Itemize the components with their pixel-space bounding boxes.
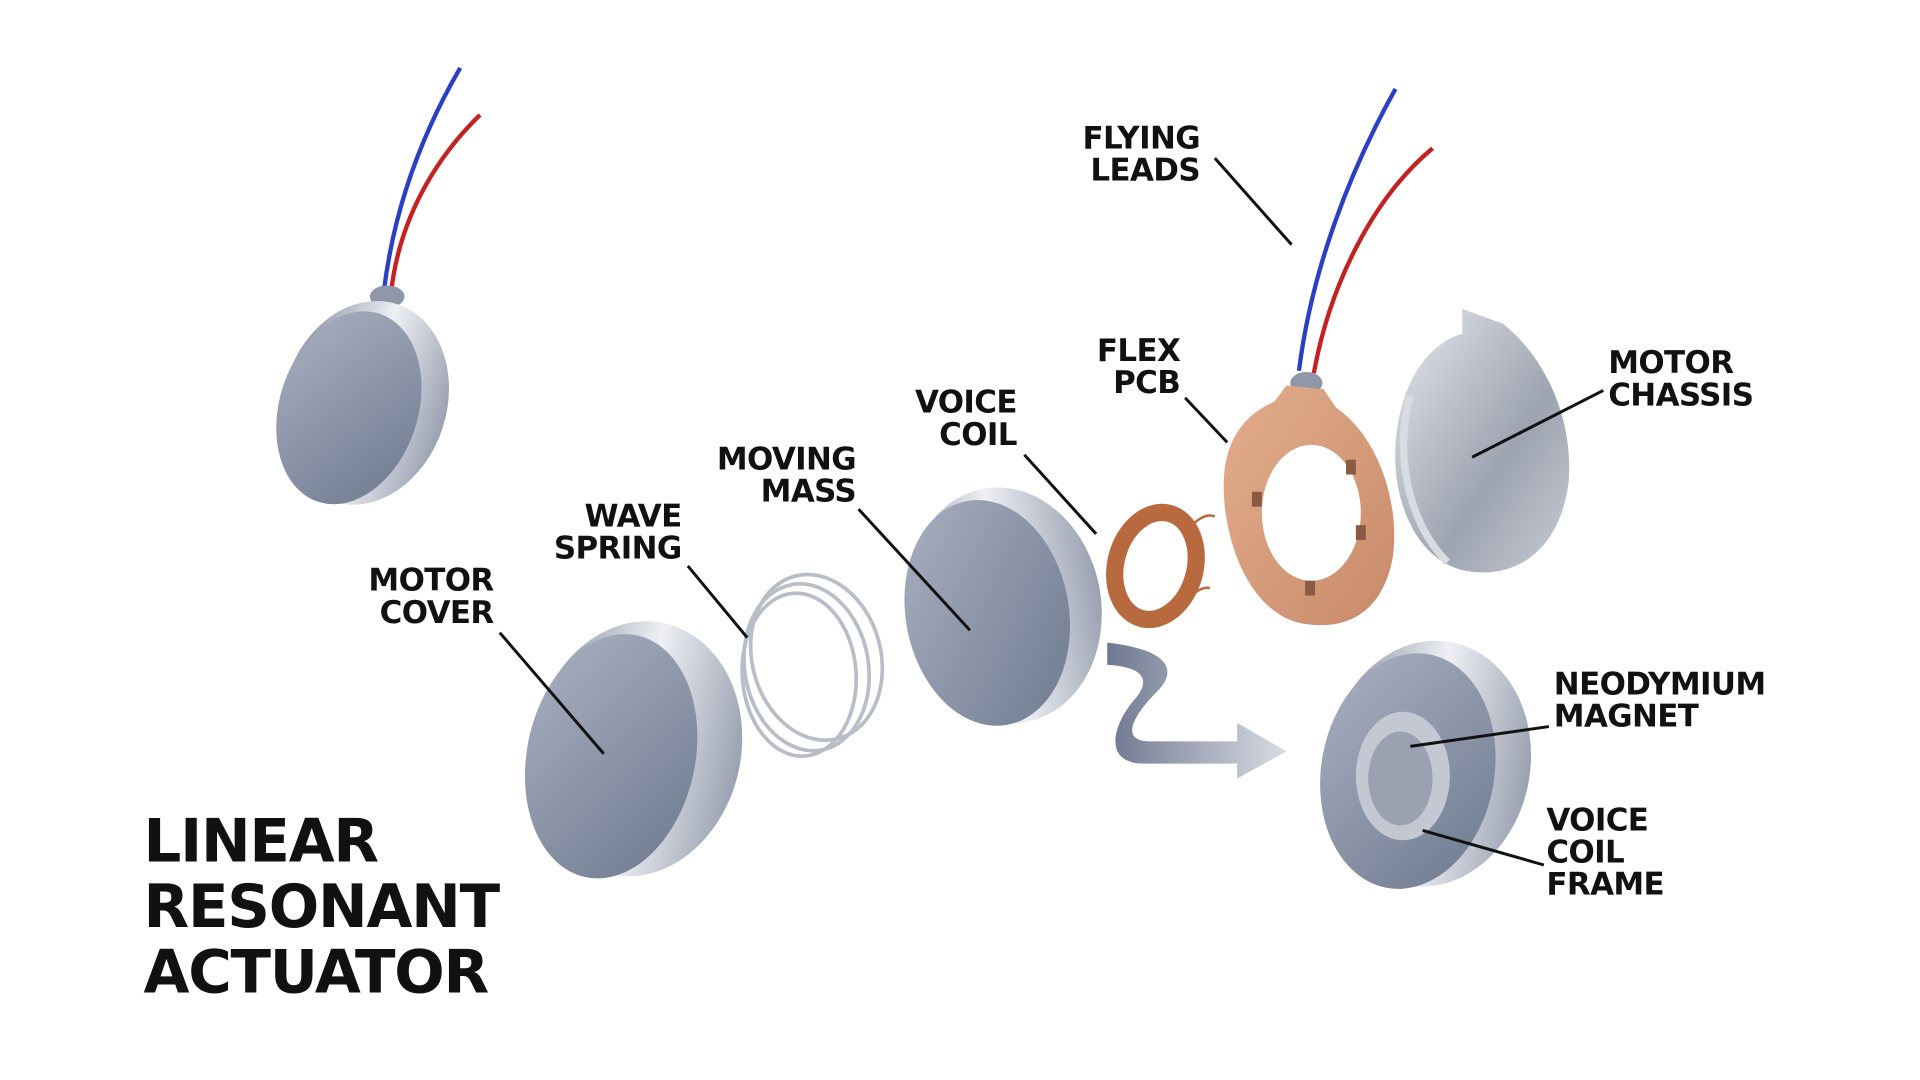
label-line: MASS <box>761 474 856 510</box>
label-line: MOVING <box>717 442 856 478</box>
label-line: COIL <box>1546 835 1624 871</box>
label-flex-pcb: FLEX PCB <box>1097 333 1182 401</box>
red-wire <box>388 113 482 295</box>
title-line: RESONANT <box>144 872 501 941</box>
label-motor-chassis: MOTOR CHASSIS <box>1608 345 1754 413</box>
leader-flying-leads <box>1213 157 1293 246</box>
wave-spring-illustration <box>740 572 885 758</box>
label-moving-mass: MOVING MASS <box>717 442 857 510</box>
label-line: FRAME <box>1546 867 1664 903</box>
leader-motor-cover <box>498 631 605 755</box>
blue-wire <box>381 66 463 295</box>
label-flying-leads: FLYING LEADS <box>1083 120 1201 188</box>
leader-motor-chassis <box>1471 389 1604 459</box>
label-line: FLYING <box>1083 120 1200 156</box>
label-voice-coil: VOICE COIL <box>915 385 1018 453</box>
label-line: SPRING <box>554 531 682 567</box>
label-line: CHASSIS <box>1608 377 1753 413</box>
label-line: VOICE <box>1546 802 1648 838</box>
moving-mass-illustration <box>904 487 1102 726</box>
label-line: LEADS <box>1090 152 1200 188</box>
leader-neodymium-magnet <box>1410 725 1550 748</box>
label-neodymium-magnet: NEODYMIUM MAGNET <box>1554 666 1766 734</box>
voice-coil-illustration <box>1106 503 1216 629</box>
motor-cover-illustration <box>524 621 743 879</box>
motor-chassis-illustration <box>1395 308 1570 573</box>
assembly-arrow-illustration <box>1107 642 1287 779</box>
label-motor-cover: MOTOR COVER <box>368 563 495 631</box>
label-line: PCB <box>1113 365 1180 401</box>
blue-wire <box>1296 87 1398 371</box>
title-line: ACTUATOR <box>144 937 489 1006</box>
assembled-actuator-illustration <box>276 66 482 505</box>
label-line: MAGNET <box>1554 699 1699 735</box>
label-line: WAVE <box>585 498 682 534</box>
label-line: NEODYMIUM <box>1554 666 1766 702</box>
label-voice-coil-frame: VOICE COIL FRAME <box>1546 802 1664 902</box>
leader-wave-spring <box>686 565 749 639</box>
label-line: VOICE <box>915 385 1017 421</box>
leader-lines <box>498 157 1604 867</box>
flex-pcb-illustration <box>1223 87 1434 626</box>
label-line: FLEX <box>1097 333 1181 369</box>
leader-voice-coil-frame <box>1422 828 1545 867</box>
leader-voice-coil <box>1023 453 1098 535</box>
red-wire <box>1311 146 1434 374</box>
label-line: MOTOR <box>368 563 494 599</box>
label-wave-spring: WAVE SPRING <box>554 498 682 566</box>
leader-moving-mass <box>857 508 971 632</box>
diagram-title: LINEAR RESONANT ACTUATOR <box>144 806 502 1006</box>
label-line: MOTOR <box>1608 345 1734 381</box>
magnet-frame-illustration <box>1320 640 1532 889</box>
leader-flex-pcb <box>1184 396 1229 444</box>
title-line: LINEAR <box>144 806 379 875</box>
label-line: COVER <box>380 595 495 631</box>
label-line: COIL <box>939 417 1017 453</box>
